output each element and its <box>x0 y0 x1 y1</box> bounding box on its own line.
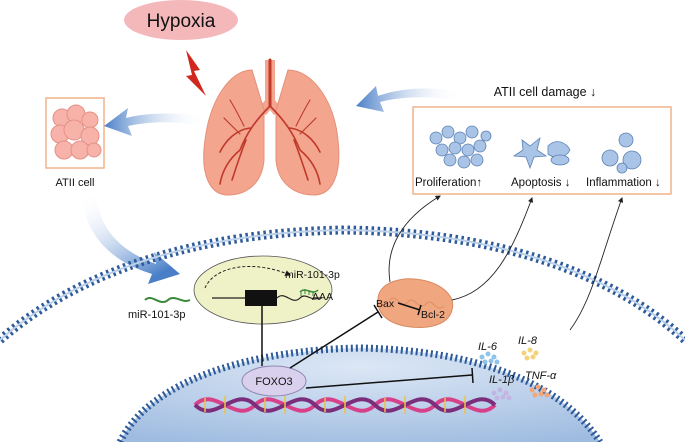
hypoxia-label: Hypoxia <box>147 11 216 32</box>
cytokine-tnfa-cluster <box>529 384 550 398</box>
inflammation-cells-icon <box>601 132 642 174</box>
il8-label: IL-8 <box>518 335 538 347</box>
inflammation-arrow <box>569 196 624 331</box>
tnfa-label: TNF-α <box>525 370 557 382</box>
cytokine-il8-cluster <box>521 347 539 361</box>
apoptosis-arrow <box>451 196 534 301</box>
proliferation-cells-icon <box>429 125 492 169</box>
apoptosis-cells-icon <box>512 136 571 170</box>
outcome-arrows <box>388 195 624 331</box>
apoptosis-label: Apoptosis ↓ <box>511 177 570 189</box>
proliferation-label: Proliferation↑ <box>415 177 482 189</box>
lung-to-atii-arrow <box>104 108 205 136</box>
bcl2-label: Bcl-2 <box>421 309 445 321</box>
foxo3-node: FOXO3 <box>241 365 307 397</box>
mrna-complex: AAA miR-101-3p <box>193 255 340 325</box>
cytokine-il6-cluster <box>479 351 500 365</box>
nucleus <box>116 344 603 442</box>
polya-tail-label: AAA <box>312 291 333 303</box>
il1b-label: IL-1β <box>489 374 515 386</box>
lungs-illustration <box>203 58 340 196</box>
atii-to-cell-arrow <box>82 196 180 284</box>
free-mirna-label: miR-101-3p <box>128 309 185 321</box>
bax-label: Bax <box>376 298 395 310</box>
atii-damage-title: ATII cell damage ↓ <box>494 85 597 99</box>
lightning-bolt-icon <box>186 50 206 96</box>
atii-cell-cluster-icon <box>50 104 102 160</box>
foxo3-inhibits-bax <box>289 304 383 369</box>
atii-damage-box: ATII cell damage ↓ Proliferation↑ Apopto… <box>412 85 672 195</box>
atii-cell-box: ATII cell <box>45 97 105 189</box>
free-mirna-strand <box>144 297 191 303</box>
il6-label: IL-6 <box>478 341 498 353</box>
atii-cell-label: ATII cell <box>56 177 95 189</box>
dna-helix <box>193 396 497 414</box>
mitochondrion <box>377 278 454 328</box>
cell-membrane <box>0 225 685 344</box>
bcl2-inhibits-bax <box>397 302 422 316</box>
bound-mirna-label: miR-101-3p <box>285 269 340 281</box>
proliferation-arrow <box>388 195 441 283</box>
foxo3-label: FOXO3 <box>255 376 292 388</box>
foxo3-inhibits-cytokines <box>305 367 474 389</box>
hypoxia-badge: Hypoxia <box>124 0 238 40</box>
mirna-binding-ticks <box>300 289 314 296</box>
damage-to-lung-arrow <box>356 86 460 112</box>
inflammation-label: Inflammation ↓ <box>586 177 661 189</box>
cytokine-il1b-cluster <box>491 387 512 401</box>
foxo3-3utr-box <box>245 290 277 306</box>
